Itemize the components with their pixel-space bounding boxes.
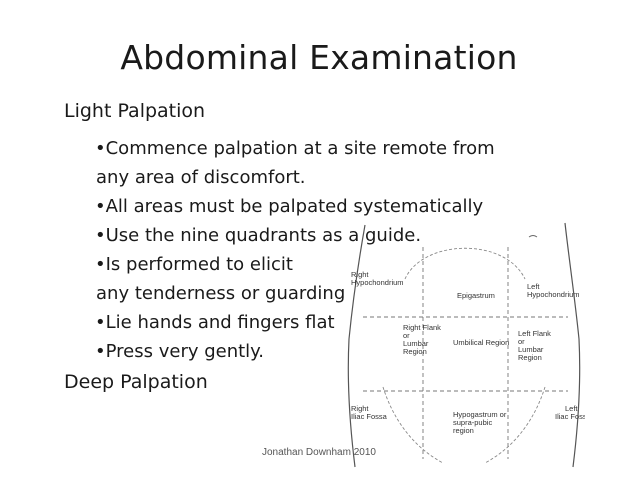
bullet-1-line-1: •Commence palpation at a site remote fro… (95, 138, 495, 159)
label-left-hypochondrium-1: Left (527, 282, 540, 291)
bullet-5: •Lie hands and fingers flat (95, 312, 335, 333)
label-left-flank-1: Left Flank (518, 329, 551, 338)
label-left-flank-3: Lumbar (518, 345, 544, 354)
label-hypogastrum-2: supra-pubic (453, 418, 492, 427)
label-right-flank-2: or (403, 331, 410, 340)
iliac-curve-left (382, 386, 444, 464)
label-left-flank-2: or (518, 337, 525, 346)
bullet-6: •Press very gently. (95, 341, 264, 362)
label-right-iliac-1: Right (351, 404, 369, 413)
footer-credit: Jonathan Downham 2010 (262, 447, 376, 458)
label-hypogastrum-1: Hypogastrum or (453, 410, 507, 419)
torso-outline-left (347, 224, 366, 468)
label-hypogastrum-3: region (453, 426, 474, 435)
bullet-1-line-2: any area of discomfort. (96, 167, 306, 188)
label-left-iliac-1: Left (565, 404, 578, 413)
section-heading-light-palpation: Light Palpation (64, 100, 206, 122)
slide-title: Abdominal Examination (120, 38, 518, 77)
label-right-flank-4: Region (403, 347, 427, 356)
label-left-hypochondrium-2: Hypochondrium (527, 290, 580, 299)
rib-arc (404, 247, 526, 280)
label-umbilical: Umbilical Region (453, 338, 509, 347)
label-right-flank-1: Right Flank (403, 323, 441, 332)
label-right-iliac-2: Iliac Fossa (351, 412, 388, 421)
nipple-mark (528, 235, 538, 238)
label-right-flank-3: Lumbar (403, 339, 429, 348)
label-epigastrum: Epigastrum (457, 291, 495, 300)
label-left-iliac-2: Iliac Fossa (555, 412, 585, 421)
section-heading-deep-palpation: Deep Palpation (64, 371, 208, 393)
abdominal-regions-diagram: Right Hypochondrium Epigastrum Left Hypo… (347, 222, 585, 468)
bullet-4-line-2: any tenderness or guarding (96, 283, 346, 304)
bullet-4-line-1: •Is performed to elicit (95, 254, 293, 275)
label-right-hypochondrium-2: Hypochondrium (351, 278, 404, 287)
label-left-flank-4: Region (518, 353, 542, 362)
bullet-2: •All areas must be palpated systematical… (95, 196, 484, 217)
torso-outline-right (564, 222, 581, 468)
iliac-curve-right (484, 386, 546, 464)
label-right-hypochondrium-1: Right (351, 270, 369, 279)
bullet-3: •Use the nine quadrants as a guide. (95, 225, 422, 246)
